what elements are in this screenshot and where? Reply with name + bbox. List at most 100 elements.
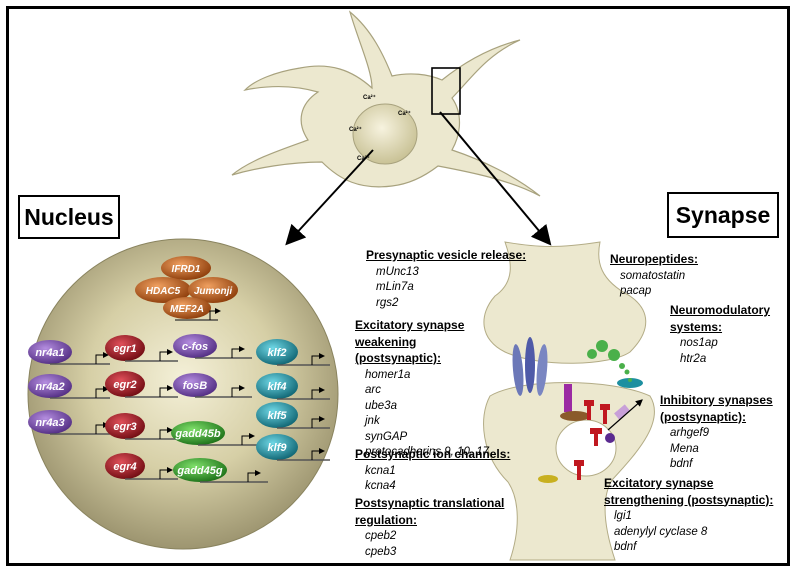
category-title: Inhibitory synapses (postsynaptic): (660, 393, 773, 424)
category-title: Postsynaptic ion channels: (355, 447, 511, 461)
gene-item: somatostatin (620, 269, 686, 282)
category-title: Excitatory synapse weakening (postsynapt… (355, 318, 465, 365)
gene-ellipse-gadd45g (173, 458, 227, 482)
category-excitatory-strengthening: Excitatory synapse strengthening (postsy… (604, 476, 789, 556)
gene-ellipse-klf5 (256, 402, 298, 428)
gene-label-nr4a2: nr4a2 (35, 381, 64, 393)
gene-ellipse-fosB (173, 373, 217, 397)
gene-item: kcna4 (365, 480, 396, 492)
synapse-drawing (483, 241, 655, 561)
gene-item: rgs2 (376, 296, 399, 309)
gene-ellipse-egr2 (105, 371, 145, 397)
gene-glyphs (28, 334, 330, 483)
gene-label-egr3: egr3 (113, 421, 136, 433)
calcium-label-1: Ca²⁺ (363, 94, 376, 101)
gene-item: protocadherins 9, 10, 17 (365, 446, 490, 458)
complex-label-ifrd1: IFRD1 (172, 264, 201, 275)
gene-label-klf4: klf4 (268, 381, 287, 393)
gene-item: mUnc13 (376, 265, 419, 278)
gene-item: lgi1 (614, 510, 632, 522)
calcium-label-4: Ca²⁺ (357, 155, 370, 162)
vesicle-protein (538, 475, 558, 483)
calcium-label-3: Ca²⁺ (349, 126, 362, 133)
category-title: Postsynaptic translational regulation: (355, 496, 505, 527)
neuromodulator (617, 378, 643, 388)
gene-item: Mena (670, 442, 699, 455)
soma-nucleus (352, 103, 418, 165)
complex-label-hdac5: HDAC5 (146, 286, 181, 297)
arrow-to-synapse (439, 111, 552, 246)
gene-item: adenylyl cyclase 8 (614, 525, 708, 538)
receptor-1 (584, 400, 594, 420)
gene-item: arhgef9 (670, 427, 710, 439)
presynaptic-terminal (483, 241, 647, 364)
gene-item: bdnf (614, 541, 637, 553)
nuclear-complex (135, 256, 238, 321)
ion-channel (564, 384, 572, 412)
receptor-2 (600, 404, 610, 424)
dense-core-vesicles (587, 340, 632, 382)
zoom-box (431, 67, 461, 115)
gene-item: pacap (620, 285, 652, 297)
gene-item: nos1ap (680, 337, 718, 349)
category-postsynaptic-ion-channels: Postsynaptic ion channels: kcna1 kcna4 (355, 447, 510, 495)
gene-item: bdnf (670, 458, 693, 470)
synapse-label-box: Synapse (667, 192, 779, 238)
category-title: Neuromodulatory systems: (670, 303, 771, 334)
gene-ellipse-egr4 (105, 453, 145, 479)
complex-protein-jumonji (188, 277, 238, 303)
gene-item: homer1a (365, 368, 411, 381)
gene-item: arc (365, 384, 381, 396)
gene-label-fosB: fosB (183, 380, 208, 392)
intracellular-protein (605, 433, 615, 443)
gene-item: ube3a (365, 399, 397, 412)
gene-ellipse-klf4 (256, 373, 298, 399)
spine-vesicle (555, 419, 617, 477)
postsynaptic-density (560, 411, 590, 421)
gene-label-klf9: klf9 (268, 442, 288, 454)
complex-protein-mef2a (163, 297, 211, 319)
adhesion-molecule-2 (525, 337, 535, 393)
category-presynaptic-vesicle-release: Presynaptic vesicle release: mUnc13 mLin… (366, 248, 526, 311)
gene-ellipse-nr4a3 (28, 410, 72, 434)
gene-ellipse-nr4a1 (28, 340, 72, 364)
gene-item: cpeb2 (365, 530, 397, 542)
gene-item: cpeb3 (365, 545, 397, 558)
gene-label-gadd45b: gadd45b (174, 428, 221, 440)
gene-item: synGAP (365, 430, 408, 443)
category-neuropeptides: Neuropeptides: somatostatin pacap (610, 252, 698, 300)
receptor-4 (574, 460, 584, 480)
calcium-label-2: Ca²⁺ (398, 110, 411, 117)
adhesion-molecule-1 (512, 344, 524, 396)
category-title: Neuropeptides: (610, 252, 699, 266)
gene-label-nr4a1: nr4a1 (35, 347, 64, 359)
gene-label-egr4: egr4 (113, 461, 136, 473)
category-neuromodulatory-systems: Neuromodulatory systems: nos1ap htr2a (670, 303, 770, 367)
inhibitory-receptor (614, 404, 630, 420)
gene-ellipse-klf2 (256, 339, 298, 365)
gene-item: kcna1 (365, 464, 396, 477)
gene-ellipse-egr3 (105, 413, 145, 439)
complex-protein-ifrd1 (161, 256, 211, 280)
category-title: Presynaptic vesicle release: (366, 248, 527, 262)
gene-labels: nr4a1 nr4a2 nr4a3 c-fos fosB egr1 egr2 e… (35, 264, 287, 477)
category-excitatory-weakening: Excitatory synapse weakening (postsynapt… (355, 318, 490, 461)
category-translational-regulation: Postsynaptic translational regulation: c… (355, 496, 520, 560)
gene-label-klf5: klf5 (268, 410, 288, 422)
gene-item: htr2a (680, 352, 707, 365)
complex-label-mef2a: MEF2A (170, 304, 204, 315)
gene-ellipse-c-fos (173, 334, 217, 358)
gene-label-nr4a3: nr4a3 (35, 417, 64, 429)
receptor-3 (590, 428, 602, 446)
gene-ellipse-nr4a2 (28, 374, 72, 398)
category-inhibitory-synapses: Inhibitory synapses (postsynaptic): arhg… (660, 393, 785, 473)
arrow-to-nucleus (285, 149, 374, 246)
gene-ellipse-gadd45b (171, 421, 225, 445)
gene-label-egr1: egr1 (113, 343, 136, 355)
gene-ellipse-egr1 (105, 335, 145, 361)
complex-label-jumonji: Jumonji (194, 286, 233, 297)
figure-frame (6, 6, 790, 566)
gene-label-klf2: klf2 (268, 347, 287, 359)
gene-ellipse-klf9 (256, 434, 298, 460)
